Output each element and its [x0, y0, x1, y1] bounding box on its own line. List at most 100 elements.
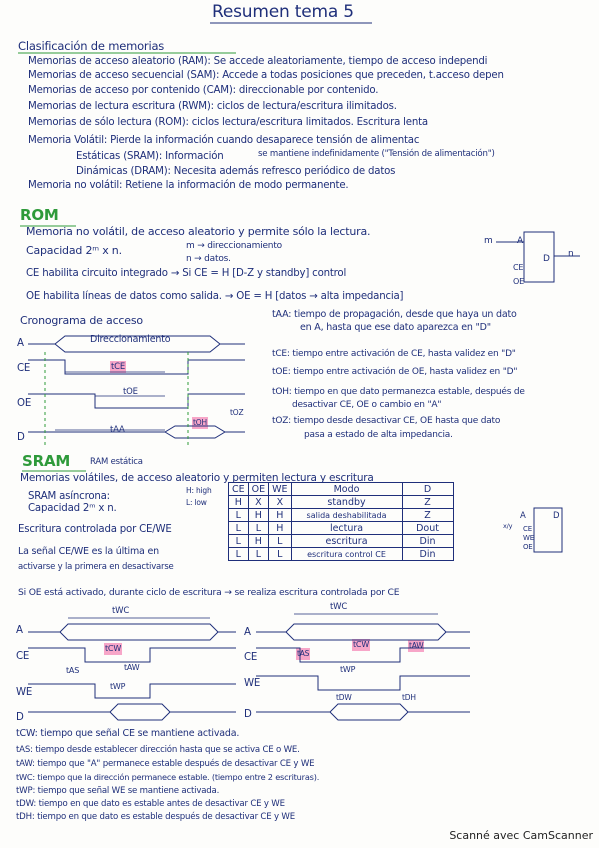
sram-chronogram-left [28, 617, 236, 721]
def-twc: tWC: tiempo que la dirección permanece e… [16, 772, 320, 782]
def-taw: tAW: tiempo que "A" permanece estable de… [16, 759, 315, 769]
sram-chip-xy: x/y [503, 522, 513, 530]
rom-oe: OE habilita líneas de datos como salida.… [26, 291, 404, 302]
sram-l-wave-we [28, 683, 236, 699]
sram-chip-ce: CE [523, 525, 532, 533]
cell: L [268, 547, 292, 561]
sram-r-wave-a [256, 623, 470, 641]
sram-chip-d: D [553, 511, 560, 521]
def-toe: tOE: tiempo entre activación de OE, hast… [272, 367, 518, 377]
scanner-footer: Scanné avec CamScanner [449, 829, 593, 842]
sram-l-sig-d: D [16, 712, 24, 723]
rom-heading: ROM [20, 206, 59, 224]
sram-async: SRAM asíncrona: [28, 491, 110, 502]
sram-r-sig-d: D [244, 709, 252, 720]
sram-r-wave-ce [256, 647, 470, 663]
rom-sig-oe: OE [17, 398, 32, 409]
line-volatil: Memoria Volátil: Pierde la información c… [28, 135, 420, 146]
cell: X [247, 495, 270, 509]
sram-l-wave-ce [28, 647, 236, 663]
def-taa: tAA: tiempo de propagación, desde que ha… [272, 309, 517, 320]
sram-heading: SRAM [22, 452, 71, 470]
line-ram: Memorias de acceso aleatorio (RAM): Se a… [28, 56, 488, 67]
rom-chip-oe: OE [513, 277, 524, 286]
sram-r-wave-d [256, 703, 470, 721]
def-tas: tAS: tiempo desde establecer dirección h… [16, 745, 300, 755]
line-cam: Memorias de acceso por contenido (CAM): … [28, 85, 379, 96]
sram-l-sig-we: WE [16, 687, 33, 698]
wave-twc-r: tWC [330, 602, 348, 612]
def-tcw: tCW: tiempo que señal CE se mantiene act… [16, 728, 240, 739]
rom-sig-d: D [17, 432, 25, 443]
page-title: Resumen tema 5 [212, 2, 354, 22]
def-toh-2: desactivar CE, OE o cambio en "A" [292, 400, 442, 410]
wave-tcw-r: tCW [352, 639, 371, 651]
line-rom: Memorias de sólo lectura (ROM): ciclos l… [28, 117, 428, 128]
rom-chip-ce: CE [513, 263, 524, 272]
rom-sig-ce: CE [17, 363, 31, 374]
line-sram: Estáticas (SRAM): Información [76, 151, 224, 162]
sram-truth-table: CE OE WE Modo D H X X standby Z L H H sa… [228, 482, 454, 561]
wave-tas-l: tAS [66, 666, 80, 675]
wave-toz: tOZ [230, 408, 244, 417]
sram-r-sig-ce: CE [244, 652, 258, 663]
line-no-volatil: Memoria no volátil: Retiene la informaci… [28, 180, 349, 191]
def-tdh: tDH: tiempo en que dato es estable despu… [16, 812, 295, 822]
sram-subheading: RAM estática [90, 457, 143, 467]
rom-chip-box [523, 231, 555, 283]
rom-chip-d: D [543, 254, 550, 264]
sram-low: L: low [186, 498, 207, 507]
rom-ce: CE habilita circuito integrado → Si CE =… [26, 268, 347, 279]
rom-desc: Memoria no volátil, de acceso aleatorio … [26, 225, 371, 238]
sram-l-wave-d [28, 703, 236, 721]
classification-heading: Clasificación de memorias [18, 39, 165, 53]
sram-chip-we: WE [523, 534, 534, 542]
line-dram: Dinámicas (DRAM): Necesita además refres… [76, 166, 396, 177]
sram-r-wave-we [256, 675, 470, 691]
sram-r-sig-a: A [244, 627, 251, 638]
rom-chip-m: m [484, 236, 493, 246]
table-row: L L L escritura control CE Din [228, 547, 454, 561]
rom-wave-oe [28, 393, 245, 409]
table-header-row: CE OE WE Modo D [228, 482, 454, 496]
wave-direccionamiento: Direccionamiento [90, 334, 171, 345]
wave-tce: tCE [110, 361, 127, 373]
sram-oe-note: Si OE está activado, durante ciclo de es… [18, 587, 400, 598]
table-row: L H H salida deshabilitada Z [228, 508, 454, 522]
wave-taw-r: tAW [408, 640, 425, 652]
def-toz-2: pasa a estado de alta impedancia. [304, 430, 453, 440]
sram-chip-oe: OE [523, 543, 533, 551]
sram-l-wave-a [28, 623, 236, 641]
rom-n: n → datos. [186, 254, 231, 264]
sram-desc: Memorias volátiles, de acceso aleatorio … [20, 472, 374, 484]
def-tce: tCE: tiempo entre activación de CE, hast… [272, 349, 516, 359]
wave-tcw-l: tCW [104, 643, 123, 655]
def-twp: tWP: tiempo que señal WE se mantiene act… [16, 786, 220, 796]
sram-write-ctrl: Escritura controlada por CE/WE [18, 524, 172, 535]
rom-chip-n: n [568, 249, 574, 259]
def-taa-2: en A, hasta que ese dato aparezca en "D" [300, 322, 491, 333]
rom-wave-d [28, 425, 245, 439]
rom-m: m → direccionamiento [186, 241, 282, 251]
cell: Din [401, 547, 454, 561]
wave-taw-l: tAW [124, 663, 140, 672]
wave-twp-r: tWP [340, 665, 356, 674]
sram-r-sig-we: WE [244, 678, 261, 689]
sram-l-sig-ce: CE [16, 651, 30, 662]
sram-capacity: Capacidad 2ᵐ x n. [28, 503, 117, 514]
rom-sig-a: A [17, 338, 24, 349]
table-row: L L H lectura Dout [228, 521, 454, 535]
line-sam: Memorias de acceso secuencial (SAM): Acc… [28, 70, 504, 81]
sram-chip-a: A [520, 511, 526, 521]
line-rwm: Memorias de lectura escritura (RWM): cic… [28, 101, 397, 112]
sram-high: H: high [186, 486, 212, 495]
sram-signal-2: activarse y la primera en desactivarse [18, 562, 174, 572]
sram-chronogram-right [256, 613, 470, 721]
wave-tdw-r: tDW [336, 693, 352, 702]
wave-tdh-r: tDH [402, 693, 416, 702]
chrono-heading: Cronograma de acceso [20, 314, 143, 327]
wave-toe: tOE [123, 387, 138, 397]
cell: escritura control CE [290, 547, 403, 561]
